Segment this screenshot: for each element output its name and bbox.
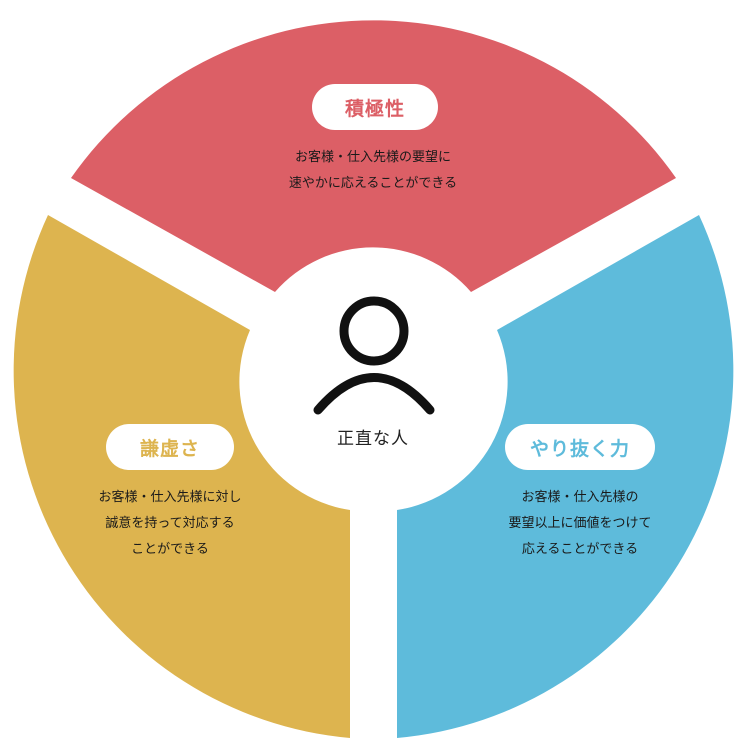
segment-left-line-3: ことができる — [131, 542, 209, 557]
segment-left — [13, 215, 351, 738]
segment-right-title: やり抜く力 — [505, 424, 655, 470]
segment-right — [397, 215, 734, 738]
segment-top-line-2: 速やかに応えることができる — [288, 176, 458, 191]
segment-left-description: お客様・仕入先様に対し 誠意を持って対応する ことができる — [60, 485, 280, 563]
segment-top — [71, 20, 676, 292]
segment-left-title: 謙虚さ — [106, 424, 234, 470]
segment-right-description: お客様・仕入先様の 要望以上に価値をつけて 応えることができる — [465, 485, 695, 563]
segment-top-title: 積極性 — [312, 84, 438, 130]
segment-right-line-3: 応えることができる — [521, 542, 639, 557]
segment-top-line-1: お客様・仕入先様の要望に — [294, 150, 451, 165]
segment-right-line-2: 要望以上に価値をつけて — [508, 516, 652, 531]
segment-right-line-1: お客様・仕入先様の — [521, 490, 639, 505]
segment-left-line-2: 誠意を持って対応する — [105, 516, 235, 531]
center-label: 正直な人 — [337, 429, 409, 449]
person-icon — [313, 296, 435, 415]
segment-top-description: お客様・仕入先様の要望に 速やかに応えることができる — [248, 145, 498, 197]
segment-left-line-1: お客様・仕入先様に対し — [98, 490, 242, 505]
